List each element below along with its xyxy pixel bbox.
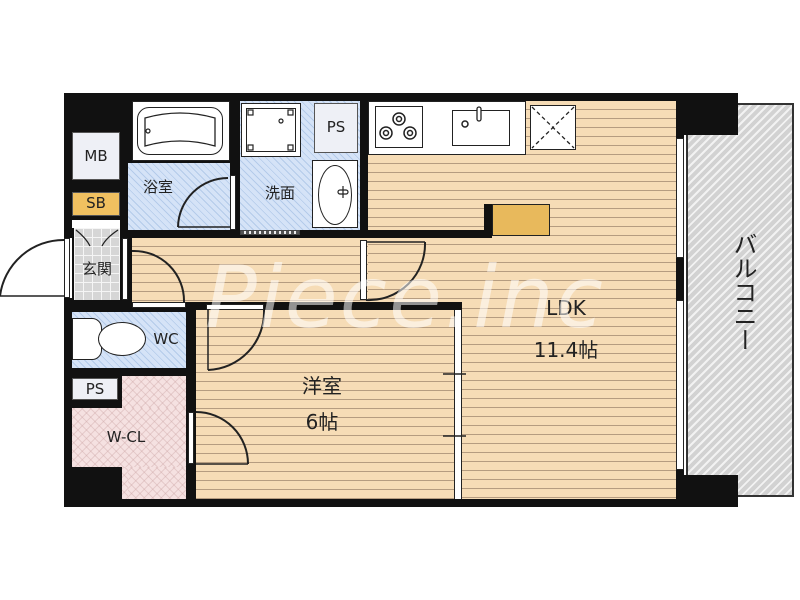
pipe-space-bottom	[72, 378, 118, 400]
western-room-size: 6帖	[305, 410, 339, 434]
meter-box-label: MB	[84, 147, 108, 165]
watermark: Piece.inc	[205, 248, 605, 348]
toilet-label: WC	[153, 330, 179, 348]
pipe-space-top	[314, 103, 358, 153]
toilet-bowl-icon	[98, 322, 146, 356]
wc-door-leaf[interactable]	[132, 302, 186, 308]
pipe-space-bottom-label: PS	[85, 380, 105, 398]
balcony-window-1[interactable]	[676, 138, 684, 258]
meter-box	[72, 132, 120, 180]
hallway	[132, 238, 368, 302]
ldk-label: LDK	[546, 296, 586, 320]
room-ldk-lower	[462, 300, 676, 499]
shoe-box-label: SB	[86, 194, 106, 212]
kitchen-wall	[360, 230, 492, 238]
ldk-size: 11.4帖	[533, 338, 599, 362]
washroom-door[interactable]	[240, 230, 300, 235]
sliding-door-divider[interactable]	[454, 310, 462, 499]
room-walk-in-closet-lower	[72, 408, 186, 467]
bathroom-door-leaf[interactable]	[230, 175, 236, 230]
shoe-box	[72, 192, 120, 216]
kitchen-island	[492, 204, 550, 236]
wcl-door-leaf[interactable]	[188, 412, 194, 464]
room-balcony	[686, 103, 794, 497]
walk-in-closet-label: W-CL	[106, 428, 146, 446]
western-door-leaf[interactable]	[206, 304, 264, 310]
room-entrance	[74, 228, 120, 300]
wcl-bottom-strip	[128, 467, 186, 499]
bathtub-icon	[137, 107, 223, 155]
entrance-door-leaf[interactable]	[64, 238, 70, 298]
balcony-window-2[interactable]	[676, 300, 684, 470]
balcony-label: バルコニー	[729, 232, 757, 352]
entrance-label: 玄関	[81, 260, 112, 278]
kitchen-wall-stub	[484, 204, 492, 238]
balcony-column-bottom	[676, 475, 738, 507]
vanity-sink-icon	[318, 165, 352, 225]
western-room-label: 洋室	[302, 374, 342, 398]
hall-wall	[196, 302, 462, 310]
stove-icon	[375, 106, 423, 148]
hall-door-leaf[interactable]	[122, 238, 128, 300]
bathroom-label: 浴室	[142, 178, 173, 196]
ldk-door-leaf[interactable]	[360, 240, 367, 300]
washroom-label: 洗面	[264, 184, 295, 202]
room-western	[196, 310, 454, 499]
balcony-column-top	[676, 93, 738, 135]
pipe-space-top-label: PS	[326, 118, 346, 136]
entrance-step	[72, 220, 120, 228]
